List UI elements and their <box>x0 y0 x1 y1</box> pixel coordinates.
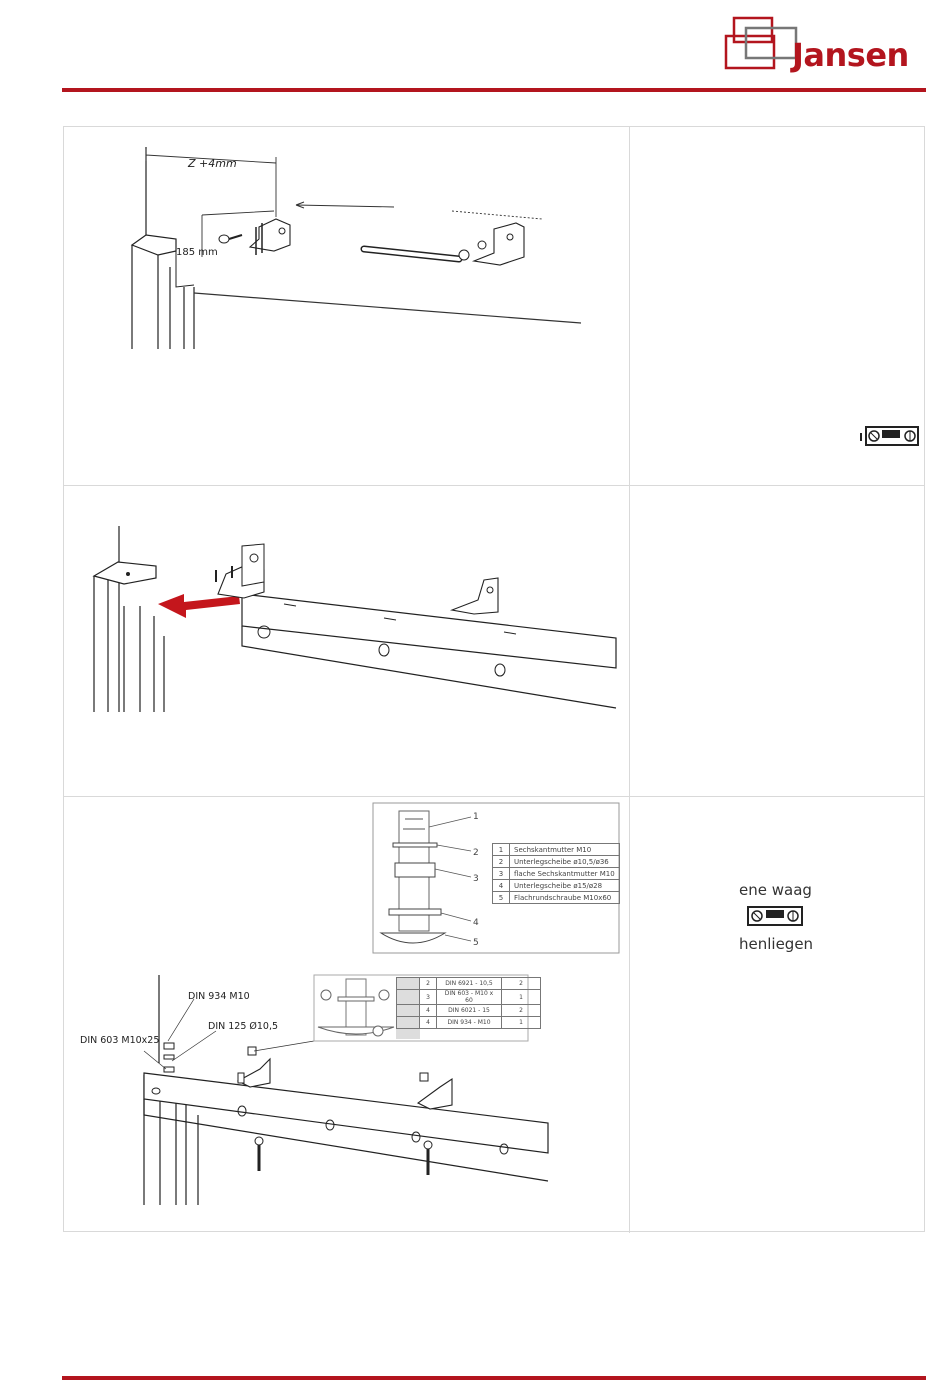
bracket-icon <box>449 577 499 615</box>
detail-number: 3 <box>473 874 479 884</box>
bracket-icon <box>248 218 291 255</box>
step-row-2 <box>64 486 924 797</box>
spirit-level-icon <box>747 906 803 926</box>
spirit-level-icon <box>860 426 919 446</box>
logo-mark-icon <box>724 16 798 70</box>
footer-rule <box>62 1376 926 1380</box>
insert-direction-arrow-icon <box>158 594 240 618</box>
dim-height-label: 185 mm <box>176 247 218 258</box>
detail-number: 5 <box>473 938 479 948</box>
text-fragment-top: ene waag <box>739 881 812 899</box>
instruction-grid: Z +4mm 185 mm <box>63 126 925 1233</box>
bracket-icon <box>215 543 265 599</box>
text-fragment-bottom: henliegen <box>739 935 814 953</box>
step-row-1: Z +4mm 185 mm <box>64 127 924 486</box>
detail-number: 2 <box>473 848 479 858</box>
header-rule <box>62 88 926 92</box>
bolt-icon <box>218 234 243 244</box>
column-divider <box>629 127 630 485</box>
callout-din125: DIN 125 Ø10,5 <box>208 1021 278 1032</box>
callout-din934: DIN 934 M10 <box>188 991 250 1002</box>
turnbuckle-icon <box>360 240 487 263</box>
detail-number: 4 <box>473 918 479 928</box>
step3-illustration: DIN 934 M10 DIN 125 Ø10,5 DIN 603 M10x25 <box>80 974 549 1205</box>
dim-z-label: Z +4mm <box>187 157 237 170</box>
callout-din603: DIN 603 M10x25 <box>80 1035 159 1046</box>
column-divider <box>629 797 630 1233</box>
step1-illustration: Z +4mm 185 mm <box>130 147 582 349</box>
bracket-icon <box>236 1046 271 1088</box>
column-divider <box>629 486 630 796</box>
logo-wordmark: Jansen <box>792 36 909 74</box>
hardware-stack-icon <box>163 1042 175 1073</box>
jansen-logo: Jansen <box>722 14 928 76</box>
detail-number: 1 <box>473 812 479 822</box>
bracket-icon <box>416 1072 453 1110</box>
bracket-icon <box>471 222 525 266</box>
step2-illustration <box>92 526 617 712</box>
